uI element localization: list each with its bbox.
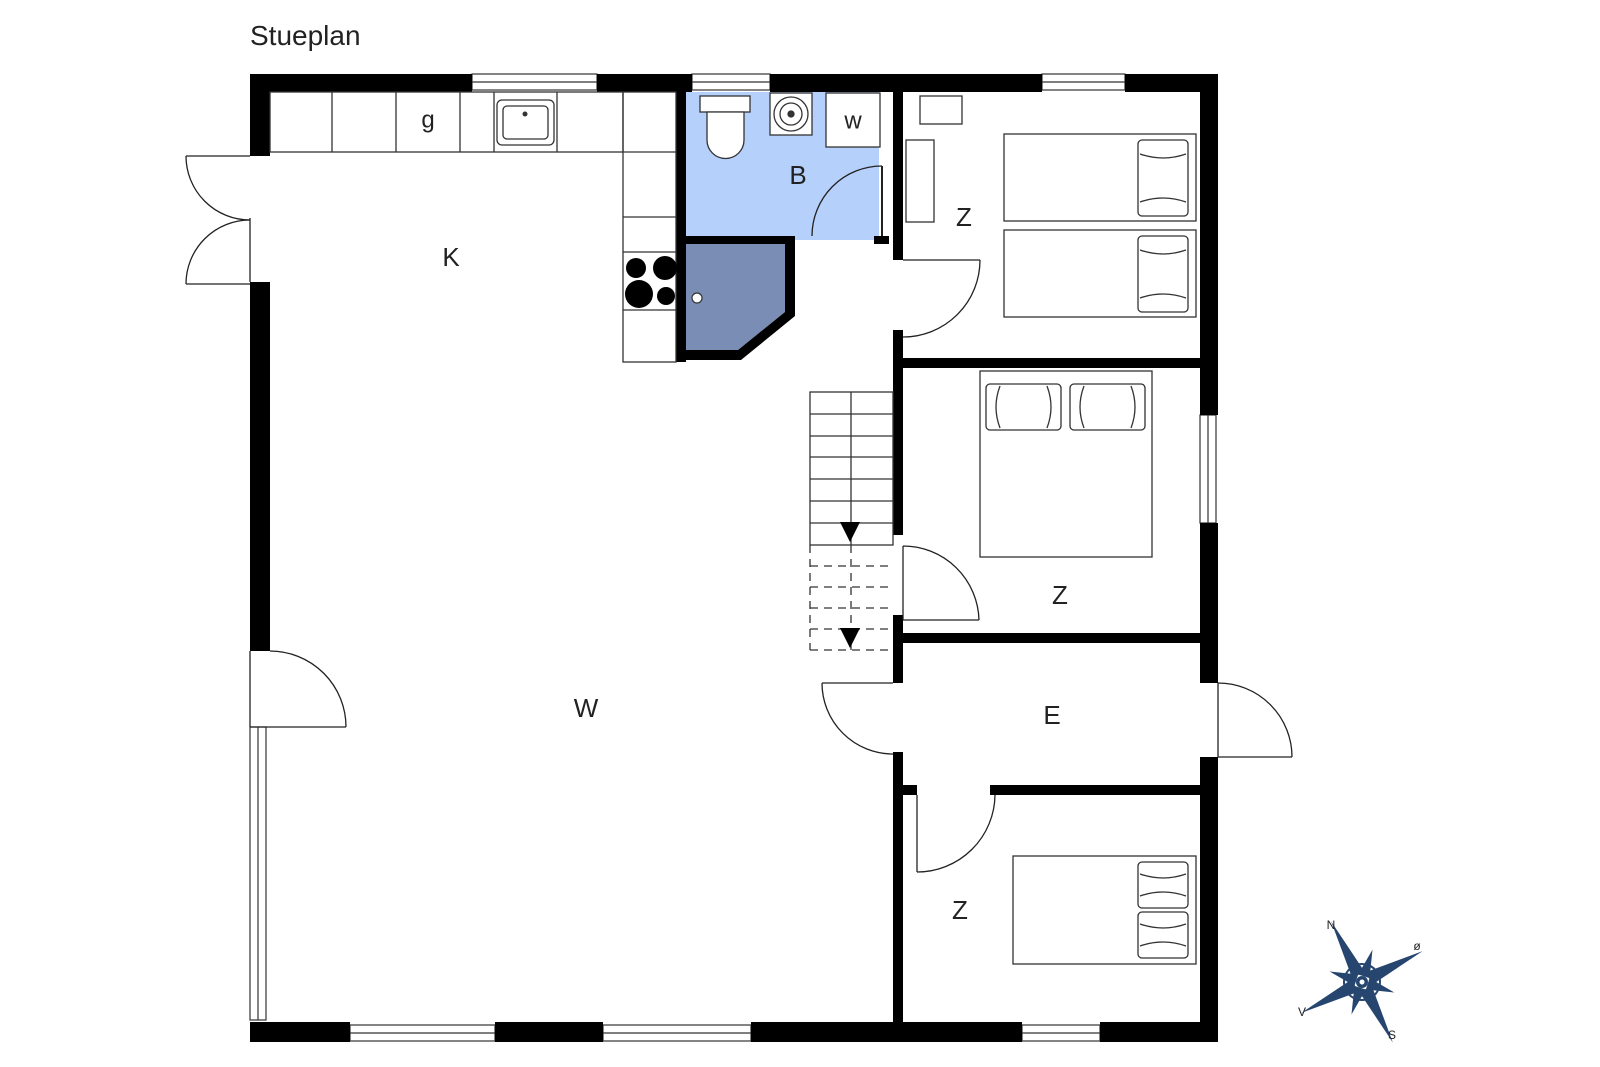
stairs [809,391,894,651]
stairs-arrow-icon [840,522,860,542]
bedroom-1-furniture [905,95,1197,318]
compass-south-label: S [1388,1028,1396,1042]
bedroom-3-furniture [1012,855,1197,965]
room-label-kitchen: K [442,242,460,272]
bathroom-door [811,165,883,237]
washer-label: w [843,107,862,134]
sink-icon [496,99,555,146]
stove-icon [625,256,677,308]
bedroom-1-door [902,259,981,338]
room-label-hall: E [1043,700,1060,730]
compass-west-label: V [1298,1005,1306,1019]
entrance-door [1217,682,1293,758]
gas-label: g [421,106,434,133]
bedroom-3-door [916,794,996,873]
compass-north-label: N [1327,918,1336,932]
bedroom-2-furniture [979,370,1153,558]
hall-door [821,682,894,755]
toilet-icon [699,95,751,160]
room-label-bedroom-1: Z [956,202,972,232]
exterior-walls [250,74,1218,1042]
room-label-bedroom-3: Z [952,895,968,925]
compass-east-label: ø [1413,939,1421,953]
room-label-bathroom: B [789,160,806,190]
bedroom-2-door [902,545,980,621]
drain-icon [691,292,703,304]
shower-fill [676,240,785,350]
washer-box [825,92,881,148]
shower-wall [676,240,795,360]
room-label-living: W [574,693,599,723]
room-label-bedroom-2: Z [1052,580,1068,610]
washbasin-icon [769,92,813,136]
terrace-double-door [185,155,251,285]
stairs-arrow-icon [840,628,860,648]
compass-rose [1301,921,1423,1043]
living-room-door [249,650,347,728]
kitchen-counter [269,91,677,363]
page-title: Stueplan [250,20,361,51]
interior-walls [676,92,1200,1022]
windows [249,73,1217,1042]
